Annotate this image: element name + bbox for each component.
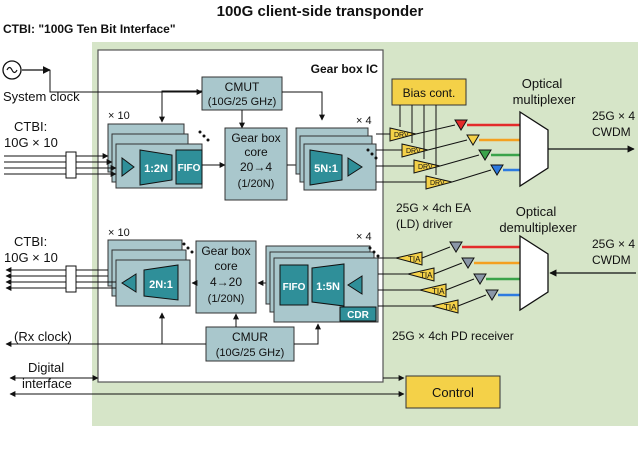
cmut-block xyxy=(201,76,283,111)
tia-3-label: TIA xyxy=(444,303,457,312)
photodiode-1 xyxy=(461,257,475,269)
tx-core-line3: 20→4 xyxy=(240,160,272,174)
rx-core-line1: Gear box xyxy=(201,244,250,258)
tx-out-buffer-icon xyxy=(347,157,363,177)
optical-mux-shape xyxy=(519,110,549,188)
rx-core-line4: (1/20N) xyxy=(208,293,245,305)
cmur-label: CMUR xyxy=(232,330,268,344)
drv-2-label: DRV xyxy=(418,164,433,171)
bias-control-label: Bias cont. xyxy=(403,86,456,100)
rx-x4-label: × 4 xyxy=(356,231,372,243)
tia-0 xyxy=(395,251,423,266)
ser-5n1-shape xyxy=(309,149,343,186)
tx-buffer-icon xyxy=(121,157,135,177)
optical-demux-shape xyxy=(519,234,549,312)
ld-driver-label1: 25G × 4ch EA xyxy=(396,201,471,215)
ctbi-tx-label: CTBI: xyxy=(14,119,47,134)
cdr-block xyxy=(339,306,377,322)
photodiode-0 xyxy=(449,241,463,253)
laser-diode-red xyxy=(454,119,468,131)
rx-connector-icon xyxy=(65,265,77,293)
rx-core-line2: core xyxy=(214,259,238,273)
drv-1-label: DRV xyxy=(406,148,421,155)
fifo-rx-label: FIFO xyxy=(283,282,306,293)
rx-in-cwdm: CWDM xyxy=(592,253,631,267)
rx-gearbox-core xyxy=(195,240,257,314)
fifo-tx-label: FIFO xyxy=(178,163,201,174)
tx-gearbox-core xyxy=(224,127,288,201)
cmut-label: CMUT xyxy=(225,80,260,94)
drv-3-label: DRV xyxy=(430,180,445,187)
tia-3 xyxy=(431,299,459,314)
system-clock-label: System clock xyxy=(3,89,80,104)
des-2n1-shape xyxy=(143,264,179,301)
ctbi-rx-rate: 10G × 10 xyxy=(4,250,58,265)
digital-interface-label1: Digital xyxy=(28,360,64,375)
rx-x10-label: × 10 xyxy=(108,227,130,239)
tx-x10-label: × 10 xyxy=(108,110,130,122)
bias-control-block xyxy=(391,78,467,106)
laser-diode-blue xyxy=(490,164,504,176)
tx-out-rate: 25G × 4 xyxy=(592,109,635,123)
tx-core-line1: Gear box xyxy=(231,131,280,145)
tx-core-line4: (1/20N) xyxy=(238,178,275,190)
des-2n1-label: 2N:1 xyxy=(149,279,173,291)
ser-5n1-label: 5N:1 xyxy=(314,163,338,175)
photodiode-3 xyxy=(485,289,499,301)
tx-out-cwdm: CWDM xyxy=(592,125,631,139)
tx-x4-label: × 4 xyxy=(356,115,372,127)
fifo-rx-block xyxy=(279,264,309,306)
pd-receiver-label: 25G × 4ch PD receiver xyxy=(392,329,514,343)
rx-in-buffer-icon xyxy=(347,275,363,295)
cmut-freq: (10G/25 GHz) xyxy=(208,96,276,108)
fifo-tx-block xyxy=(175,149,203,185)
cmur-freq: (10G/25 GHz) xyxy=(216,347,284,359)
tia-1 xyxy=(407,267,435,282)
tia-2 xyxy=(419,283,447,298)
cmur-block xyxy=(205,326,295,362)
control-block xyxy=(405,375,501,409)
mux-1-2n-label: 1:2N xyxy=(144,163,168,175)
ctbi-tx-rate: 10G × 10 xyxy=(4,135,58,150)
optical-demux-label2: demultiplexer xyxy=(499,220,577,235)
rx-core-line3: 4→20 xyxy=(210,275,242,289)
photodiode-2 xyxy=(473,273,487,285)
tx-core-line2: core xyxy=(244,145,268,159)
gearbox-ic-title: Gear box IC xyxy=(311,62,379,76)
ld-driver-label2: (LD) driver xyxy=(396,217,453,231)
optical-mux-label2: multiplexer xyxy=(513,92,577,107)
diagram-subtitle: CTBI: "100G Ten Bit Interface" xyxy=(3,22,176,36)
laser-diode-yellow xyxy=(466,134,480,146)
optical-mux-label1: Optical xyxy=(522,76,563,91)
laser-diode-green xyxy=(478,149,492,161)
drv-0-label: DRV xyxy=(394,132,409,139)
rx-in-rate: 25G × 4 xyxy=(592,237,635,251)
tia-2-label: TIA xyxy=(432,287,445,296)
diagram-title: 100G client-side transponder xyxy=(217,3,424,20)
cdr-label: CDR xyxy=(347,310,369,321)
optical-demux-label1: Optical xyxy=(516,204,557,219)
rx-clock-label: (Rx clock) xyxy=(14,329,72,344)
tia-1-label: TIA xyxy=(420,271,433,280)
mux-1-2n-shape xyxy=(139,149,173,186)
control-label: Control xyxy=(432,385,474,400)
tia-0-label: TIA xyxy=(408,255,421,264)
des-15n-shape xyxy=(311,263,345,307)
tx-connector-icon xyxy=(65,151,77,179)
des-15n-label: 1:5N xyxy=(316,281,340,293)
ctbi-rx-label: CTBI: xyxy=(14,234,47,249)
rx-out-buffer-icon xyxy=(121,273,137,293)
